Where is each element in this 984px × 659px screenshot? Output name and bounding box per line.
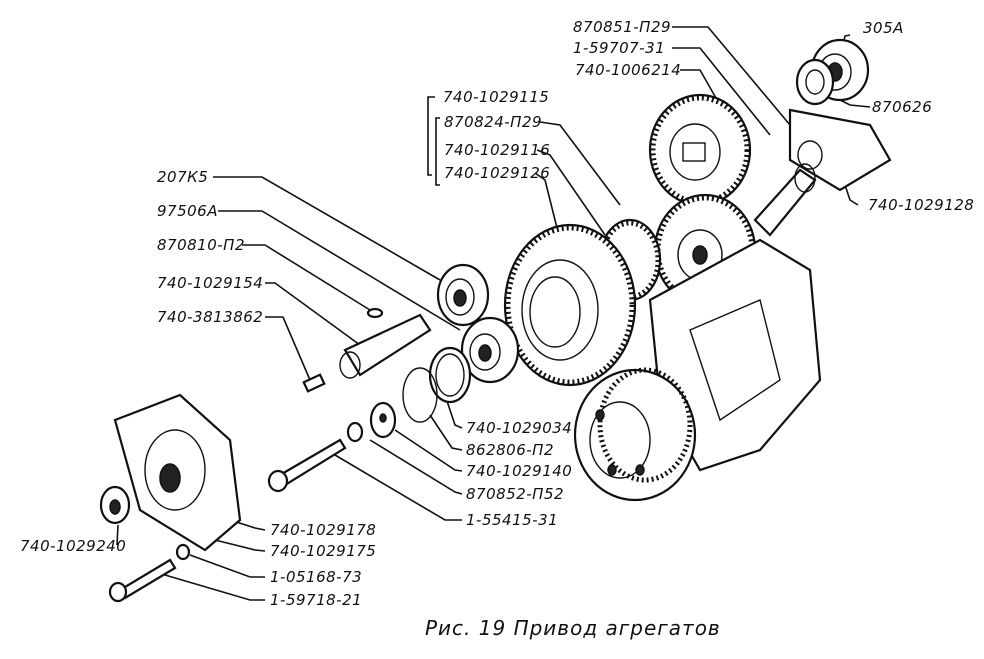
label-1-59707-31: 1-59707-31	[573, 39, 666, 57]
part-seal-870626	[795, 58, 835, 106]
part-key-870810	[366, 307, 384, 319]
label-740-1029126: 740-1029126	[444, 164, 551, 182]
part-washer-740-1029140	[369, 401, 397, 439]
leader-740-1029034	[444, 394, 463, 429]
part-gear-upper	[648, 93, 752, 207]
leader-97506A	[218, 210, 461, 331]
part-large-gear	[503, 223, 637, 387]
label-740-1029116: 740-1029116	[444, 141, 551, 159]
label-740-1029178: 740-1029178	[270, 521, 377, 539]
part-washer-870852	[346, 421, 364, 443]
part-snap-ring-862806	[402, 367, 438, 423]
leader-207K5	[213, 176, 441, 281]
label-870851-P29: 870851-П29	[573, 18, 672, 36]
label-870810-P2: 870810-П2	[157, 236, 245, 254]
label-740-1029034: 740-1029034	[466, 419, 573, 437]
label-870852-P52: 870852-П52	[466, 485, 565, 503]
label-870626: 870626	[872, 98, 933, 116]
leader-740-1029175	[214, 539, 266, 552]
label-207K5: 207К5	[157, 168, 209, 186]
bracket-inner	[435, 117, 440, 186]
leader-740-1029128	[844, 184, 859, 206]
label-1-59718-21: 1-59718-21	[270, 591, 363, 609]
label-97506A: 97506А	[157, 202, 218, 220]
part-flange-plate	[788, 108, 892, 192]
part-bearing-207K5	[436, 263, 490, 327]
label-740-3813862: 740-3813862	[157, 308, 264, 326]
leader-1-55415-31	[334, 454, 462, 521]
leader-740-1029126	[534, 172, 561, 241]
label-1-05168-73: 1-05168-73	[270, 568, 363, 586]
part-crank-gear	[573, 367, 697, 502]
leader-740-1029116	[536, 149, 606, 236]
label-740-1029175: 740-1029175	[270, 542, 377, 560]
part-ring-740-1029034	[428, 346, 472, 404]
label-740-1029140: 740-1029140	[466, 462, 573, 480]
leader-1-05168-73	[189, 554, 265, 578]
part-bolt-1-55415	[267, 438, 347, 493]
leader-870824-P29	[539, 121, 621, 206]
part-washer-1-05168	[175, 543, 191, 561]
label-740-1029128: 740-1029128	[868, 196, 975, 214]
leader-862806-P2	[429, 414, 463, 451]
part-bolt-1-59718	[108, 558, 177, 603]
leader-740-3813862	[265, 316, 311, 381]
part-camshaft	[753, 163, 817, 237]
label-1-55415-31: 1-55415-31	[466, 511, 559, 529]
leader-740-1029154	[265, 282, 361, 346]
leader-870851-P29	[672, 26, 791, 126]
leader-870810-P2	[242, 244, 371, 311]
leader-lines	[116, 26, 871, 601]
part-cover-housing	[113, 393, 242, 552]
leader-1-59707-31	[672, 47, 771, 136]
label-740-1029154: 740-1029154	[157, 274, 264, 292]
label-870824-P29: 870824-П29	[444, 113, 543, 131]
leader-740-1029240	[116, 524, 119, 546]
label-740-1029115: 740-1029115	[443, 88, 550, 106]
part-seal-740-1029240	[99, 485, 131, 525]
label-740-1006214: 740-1006214	[575, 61, 682, 79]
leader-1-59718-21	[164, 574, 265, 601]
leader-870852-P52	[369, 439, 463, 495]
part-pin-740-3813862	[302, 373, 326, 393]
leader-740-1029140	[394, 429, 463, 472]
figure-caption: Рис. 19 Привод агрегатов	[425, 616, 721, 640]
bracket-740-1029115	[427, 96, 435, 176]
label-740-1029240: 740-1029240	[20, 537, 127, 555]
label-305A: 305A	[863, 19, 904, 37]
part-bearing-97506A	[460, 316, 520, 384]
part-shaft-740-1029154	[339, 313, 432, 379]
label-862806-P2: 862806-П2	[466, 441, 554, 459]
